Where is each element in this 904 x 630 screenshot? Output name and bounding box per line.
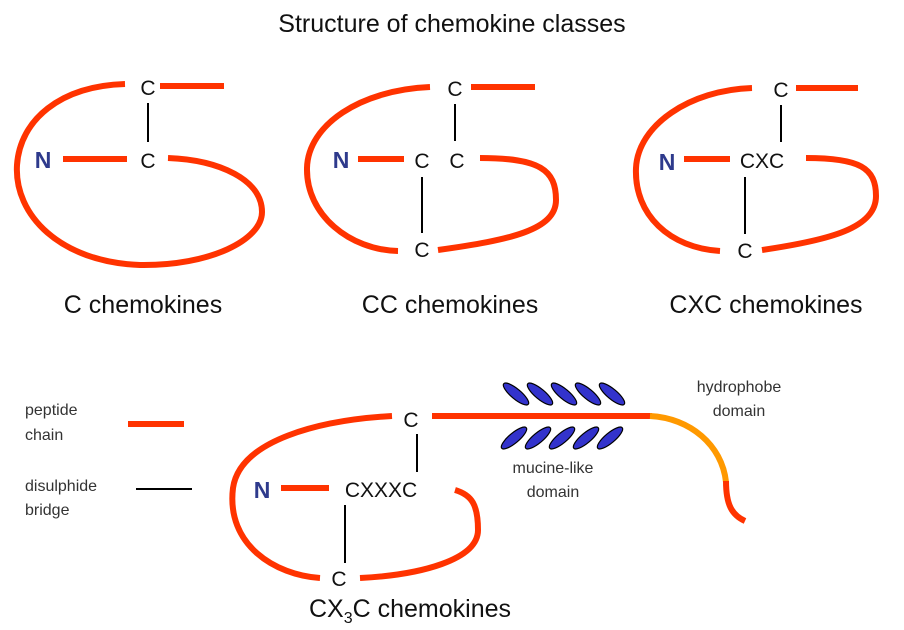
cc-loop-chain xyxy=(303,84,431,254)
cc-chemokines-label: CC chemokines xyxy=(362,291,538,319)
c-motif-cysteine: C xyxy=(140,150,155,173)
cxc-bottom-cysteine: C xyxy=(737,240,752,263)
c-chemokine-structure: C C N C chemokines xyxy=(13,77,265,319)
mucine-label-line2: domain xyxy=(527,484,579,501)
cxc-chemokines-label: CXC chemokines xyxy=(669,291,862,319)
legend-peptide-label-line1: peptide xyxy=(25,402,78,419)
cx3c-label-prefix: CX xyxy=(309,595,344,623)
glycan-top-2 xyxy=(526,382,554,406)
cx3c-motif: CXXXC xyxy=(345,479,417,502)
cx3c-top-cysteine: C xyxy=(403,409,418,432)
cc-motif-left-cysteine: C xyxy=(414,150,429,173)
glycan-top-4 xyxy=(574,382,602,406)
cxc-motif: CXC xyxy=(740,150,784,173)
glycan-top-3 xyxy=(550,382,578,406)
cx3c-label-subscript: 3 xyxy=(344,610,353,627)
cxc-chemokine-structure: C CXC C N CXC chemokines xyxy=(632,79,879,319)
legend: peptide chain disulphide bridge xyxy=(25,402,192,519)
cc-chemokine-structure: C C C C N CC chemokines xyxy=(303,78,559,319)
c-chemokines-label: C chemokines xyxy=(64,291,222,319)
cx3c-chemokine-structure: C CXXXC C N mucine-like domain hydrophob… xyxy=(229,379,782,627)
mucine-label-line1: mucine-like xyxy=(513,460,594,477)
cc-motif-right-cysteine: C xyxy=(449,150,464,173)
glycan-bottom-3 xyxy=(548,426,576,450)
cxc-n-terminus: N xyxy=(659,149,676,175)
cxc-loop-chain xyxy=(632,85,753,254)
c-n-terminus: N xyxy=(35,147,52,173)
glycan-bottom-4 xyxy=(572,426,600,450)
glycan-bottom-2 xyxy=(524,426,552,450)
cx3c-chemokines-label: CX3C chemokines xyxy=(309,595,511,627)
hydrophobe-label-line1: hydrophobe xyxy=(697,379,782,396)
cx3c-bottom-cysteine: C xyxy=(331,568,346,591)
legend-bridge-label-line2: bridge xyxy=(25,502,70,519)
cx3c-label-suffix: C chemokines xyxy=(353,595,511,623)
cc-n-terminus: N xyxy=(333,147,350,173)
cx3c-loop-chain xyxy=(229,413,393,581)
cxc-top-cysteine: C xyxy=(773,79,788,102)
glycan-bottom-5 xyxy=(596,426,624,450)
hydrophobe-label-line2: domain xyxy=(713,403,765,420)
cx3c-n-terminus: N xyxy=(254,477,271,503)
c-terminal-tail-chain xyxy=(723,480,747,524)
cc-lower-chain xyxy=(437,155,559,253)
cx3c-lower-chain xyxy=(359,487,481,581)
c-top-cysteine: C xyxy=(140,77,155,100)
diagram-title: Structure of chemokine classes xyxy=(278,10,625,38)
glycan-bottom-1 xyxy=(500,426,528,450)
c-loop-chain xyxy=(13,81,265,269)
cc-bottom-cysteine: C xyxy=(414,239,429,262)
mucine-glycans xyxy=(500,382,626,450)
glycan-top-5 xyxy=(598,382,626,406)
cxc-lower-chain xyxy=(761,155,879,253)
cc-top-cysteine: C xyxy=(447,78,462,101)
glycan-top-1 xyxy=(502,382,530,406)
hydrophobe-domain-chain xyxy=(649,413,729,483)
legend-bridge-label-line1: disulphide xyxy=(25,478,97,495)
legend-peptide-label-line2: chain xyxy=(25,427,63,444)
